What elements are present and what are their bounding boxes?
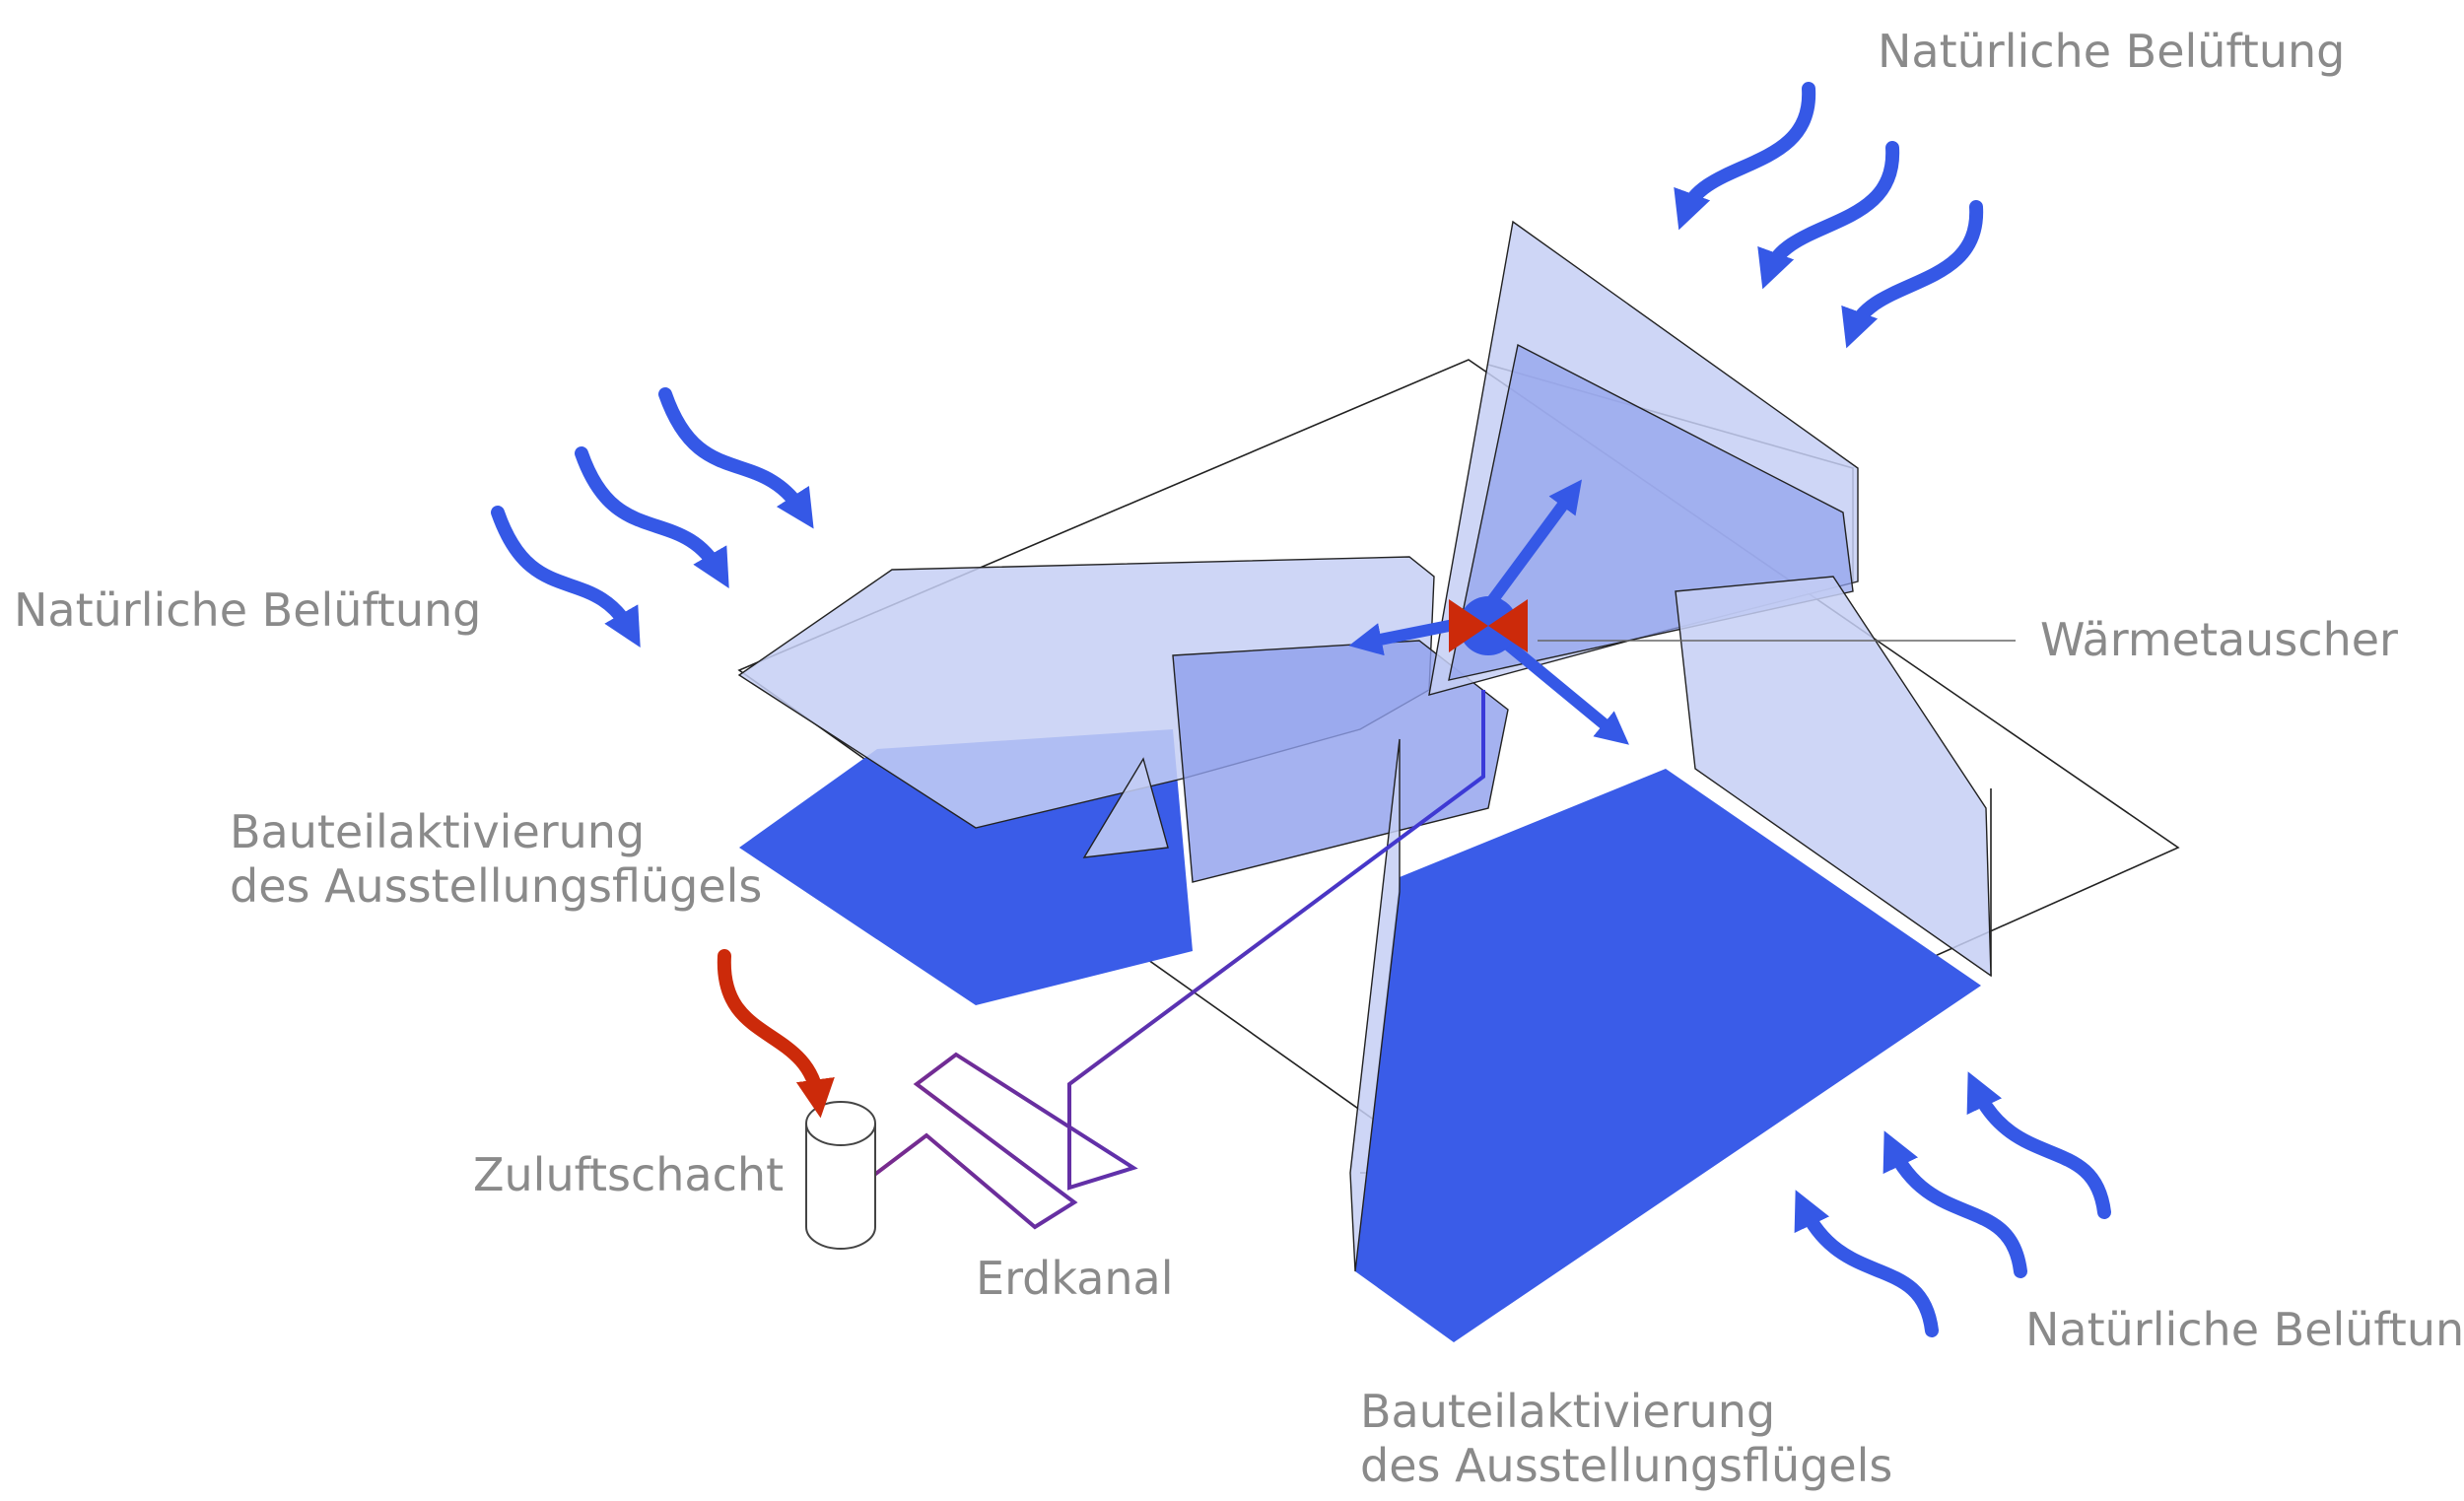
label-earth-channel: Erdkanal — [976, 1252, 1174, 1305]
label-supply-air-shaft: Zuluftschacht — [473, 1148, 784, 1201]
supply-air-arrow — [717, 949, 835, 1119]
label-natural-ventilation-top-right: Natürliche Belüftung — [1878, 25, 2345, 78]
label-component-activation-bottom-1: Bauteilaktivierung — [1360, 1385, 1775, 1438]
label-heat-exchanger: Wärmetauscher — [2040, 613, 2398, 666]
label-component-activation-left-2: des Ausstellungsflügels — [230, 859, 762, 913]
roof-panels — [737, 220, 1992, 1272]
label-natural-ventilation-bottom-right: Natürliche Belüftung — [2025, 1303, 2464, 1356]
ventilation-arrows-top-right — [1674, 82, 1984, 349]
label-natural-ventilation-left: Natürliche Belüftung — [14, 583, 481, 637]
floor-slab-right — [1355, 769, 1981, 1342]
supply-air-shaft — [805, 1101, 876, 1250]
label-component-activation-bottom-2: des Ausstellungsflügels — [1360, 1439, 1892, 1492]
earth-channel-duct — [856, 690, 1485, 1230]
label-component-activation-left-1: Bauteilaktivierung — [230, 805, 645, 858]
heat-exchanger-icon — [1449, 596, 1528, 655]
ventilation-arrows-bottom-right — [1794, 1071, 2111, 1337]
ventilation-arrows-left — [491, 387, 814, 648]
